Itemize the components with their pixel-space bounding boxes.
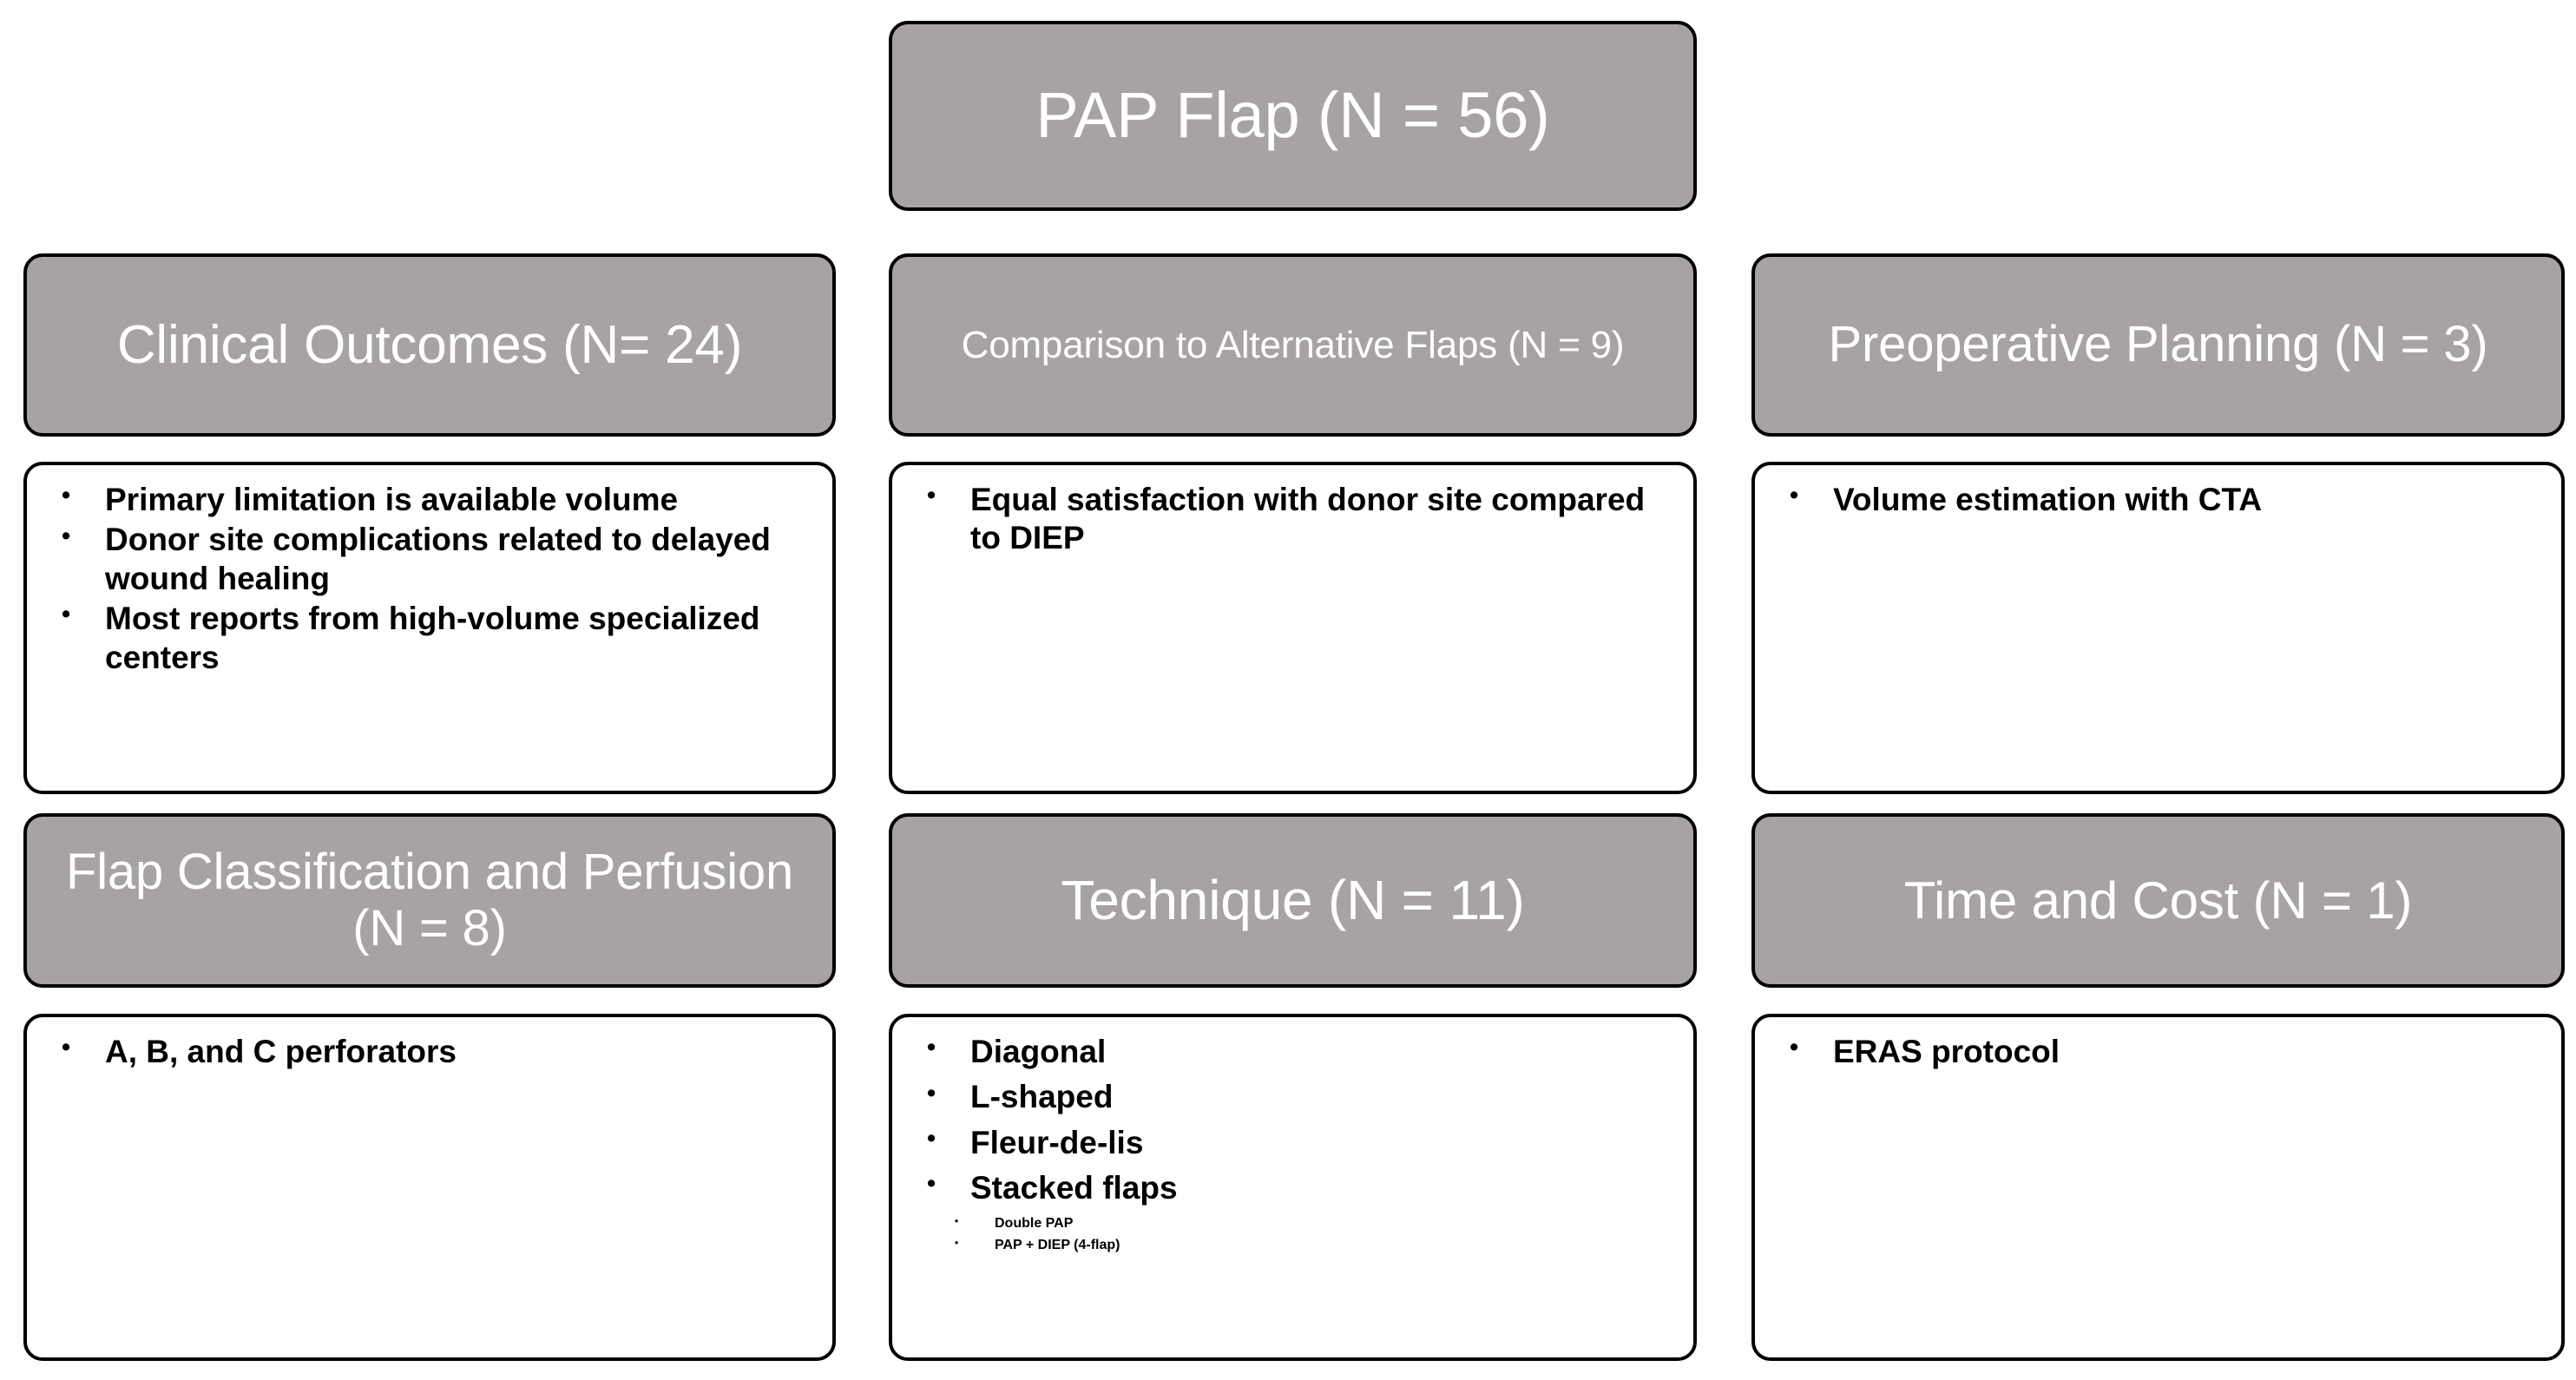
header-box-flap-classification-perfusion: Flap Classification and Perfusion (N = 8… [23,813,836,988]
list-item: ERAS protocol [1767,1031,2549,1071]
header-label-technique: Technique (N = 11) [1061,868,1525,931]
header-label-clinical-outcomes: Clinical Outcomes (N= 24) [116,314,743,375]
header-box-pap-flap: PAP Flap (N = 56) [889,21,1697,211]
header-box-technique: Technique (N = 11) [889,813,1697,988]
list-item: Most reports from high-volume specialize… [39,598,820,677]
bullet-list-clinical-outcomes: Primary limitation is available volume D… [39,479,820,677]
list-item: Diagonal [904,1031,1681,1071]
list-item: Primary limitation is available volume [39,479,820,519]
body-box-preoperative-planning: Volume estimation with CTA [1751,462,2565,794]
header-box-preoperative-planning: Preoperative Planning (N = 3) [1751,253,2565,437]
bullet-list-technique: Diagonal L-shaped Fleur-de-lis Stacked f… [904,1031,1681,1208]
list-item: L-shaped [904,1077,1681,1116]
header-label-time-and-cost: Time and Cost (N = 1) [1903,871,2413,930]
list-item: Stacked flaps [904,1167,1681,1207]
header-label-flap-classification-perfusion: Flap Classification and Perfusion (N = 8… [65,843,794,956]
body-box-clinical-outcomes: Primary limitation is available volume D… [23,462,836,794]
header-box-time-and-cost: Time and Cost (N = 1) [1751,813,2565,988]
bullet-list-time-and-cost: ERAS protocol [1767,1031,2549,1071]
header-label-preoperative-planning: Preoperative Planning (N = 3) [1828,316,2488,373]
list-item: PAP + DIEP (4-flap) [904,1236,1681,1253]
header-label-pap-flap: PAP Flap (N = 56) [1035,79,1550,152]
list-item: Donor site complications related to dela… [39,520,820,598]
list-item: Fleur-de-lis [904,1122,1681,1162]
list-item: Equal satisfaction with donor site compa… [904,479,1681,558]
body-box-time-and-cost: ERAS protocol [1751,1014,2565,1361]
list-item: A, B, and C perforators [39,1031,820,1071]
header-box-clinical-outcomes: Clinical Outcomes (N= 24) [23,253,836,437]
bullet-list-comparison-alternative-flaps: Equal satisfaction with donor site compa… [904,479,1681,558]
list-item: Double PAP [904,1214,1681,1232]
list-item: Volume estimation with CTA [1767,479,2549,519]
body-box-comparison-alternative-flaps: Equal satisfaction with donor site compa… [889,462,1697,794]
body-box-flap-classification-perfusion: A, B, and C perforators [23,1014,836,1361]
bullet-list-flap-classification-perfusion: A, B, and C perforators [39,1031,820,1071]
bullet-list-preoperative-planning: Volume estimation with CTA [1767,479,2549,519]
body-box-technique: Diagonal L-shaped Fleur-de-lis Stacked f… [889,1014,1697,1361]
header-box-comparison-alternative-flaps: Comparison to Alternative Flaps (N = 9) [889,253,1697,437]
sub-bullet-list-technique: Double PAP PAP + DIEP (4-flap) [904,1214,1681,1253]
header-label-comparison-alternative-flaps: Comparison to Alternative Flaps (N = 9) [961,323,1625,366]
